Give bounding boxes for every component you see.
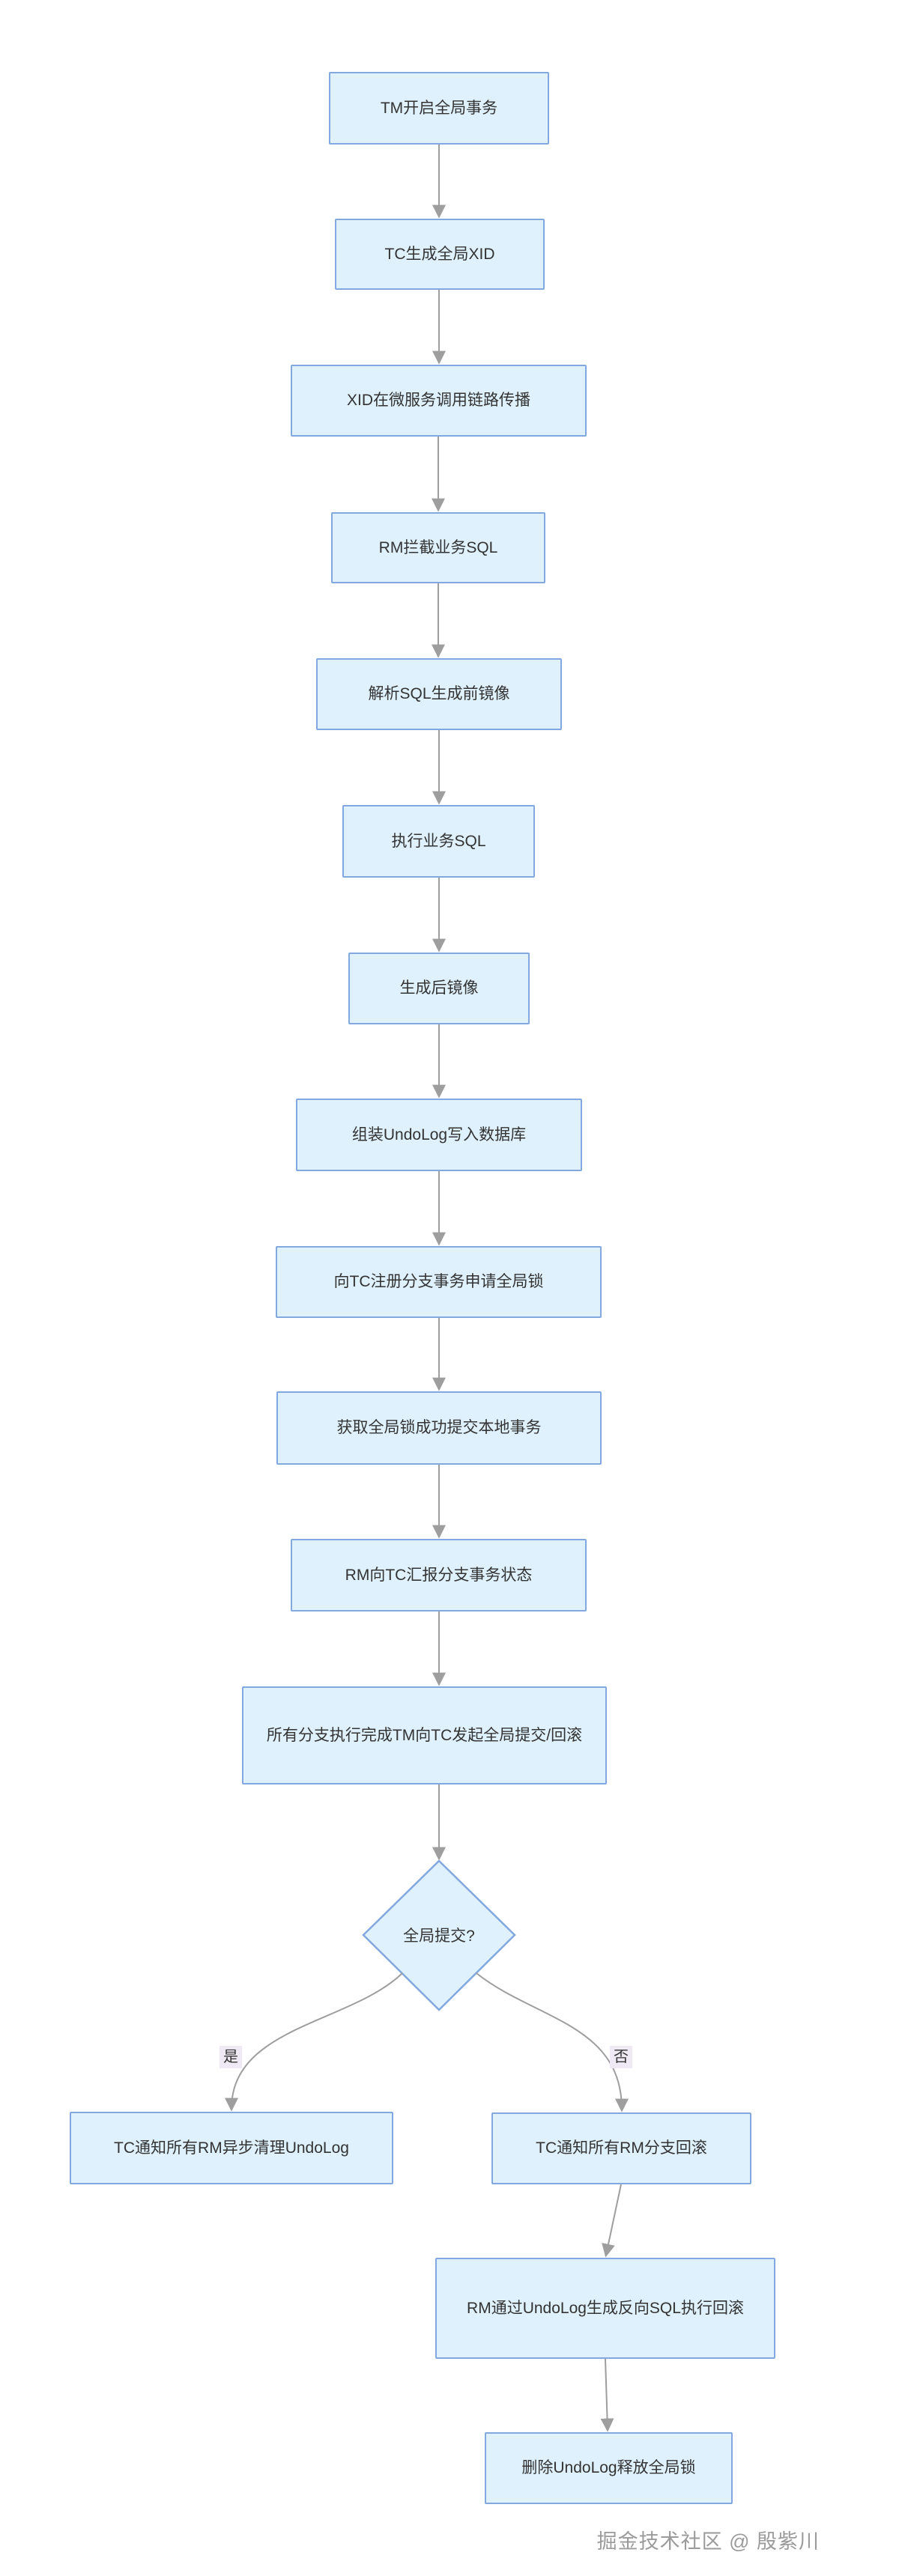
watermark: 掘金技术社区 @ 殷紫川 — [596, 2530, 820, 2553]
node-tc-xid: TC生成全局XID — [335, 219, 545, 290]
node-register-branch: 向TC注册分支事务申请全局锁 — [276, 1246, 602, 1318]
node-undolog-write: 组装UndoLog写入数据库 — [296, 1099, 582, 1171]
node-clean-undolog: TC通知所有RM异步清理UndoLog — [70, 2112, 393, 2184]
node-release-lock: 删除UndoLog释放全局锁 — [485, 2432, 733, 2504]
edge-decision-yes — [225, 1972, 403, 2112]
node-rm-intercept: RM拦截业务SQL — [331, 512, 545, 583]
node-tm-begin: TM开启全局事务 — [329, 72, 549, 145]
node-before-image: 解析SQL生成前镜像 — [316, 658, 562, 730]
edge-decision-no — [476, 1972, 629, 2112]
node-xid-propagate: XID在微服务调用链路传播 — [291, 365, 587, 437]
node-branch-rollback: TC通知所有RM分支回滚 — [491, 2112, 751, 2184]
edge-label-no: 否 — [610, 2046, 632, 2068]
node-reverse-sql: RM通过UndoLog生成反向SQL执行回滚 — [435, 2258, 775, 2359]
node-local-commit: 获取全局锁成功提交本地事务 — [276, 1391, 602, 1465]
node-exec-sql: 执行业务SQL — [342, 805, 535, 878]
node-report-status: RM向TC汇报分支事务状态 — [291, 1539, 587, 1611]
edge-label-yes: 是 — [220, 2046, 242, 2068]
edge-reverse-sql-to-release-lock — [600, 2358, 614, 2432]
decision-diamond — [362, 1859, 516, 2011]
node-after-image: 生成后镜像 — [348, 953, 530, 1024]
node-tm-global: 所有分支执行完成TM向TC发起全局提交/回滚 — [242, 1686, 607, 1784]
edge-branch-rollback-to-reverse-sql — [602, 2184, 622, 2258]
